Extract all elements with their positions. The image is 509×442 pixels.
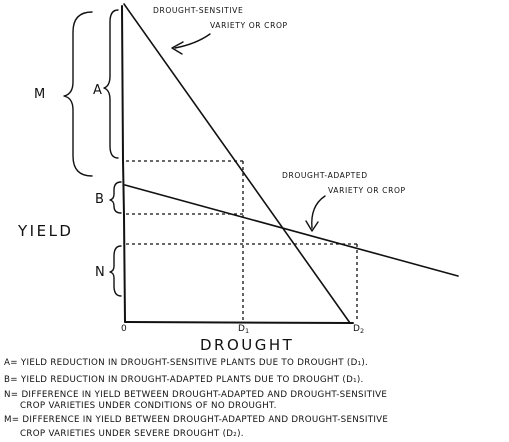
- tick-d2: D2: [353, 324, 364, 335]
- brace-b: [109, 181, 122, 214]
- sensitive-label-line-1: DROUGHT-SENSITIVE: [153, 6, 243, 15]
- adapted-label-line-1: DROUGHT-ADAPTED: [282, 171, 368, 180]
- adapted-arrowhead: [305, 220, 319, 232]
- y-axis-label: YIELD: [17, 222, 73, 240]
- adapted-label-line-2: VARIETY OR CROP: [328, 186, 406, 195]
- x-axis: [124, 321, 354, 324]
- sensitive-pointer-arrow: [174, 33, 211, 49]
- brace-b-label: B: [95, 192, 104, 207]
- legend-m-line-1: M= DIFFERENCE IN YIELD BETWEEN DROUGHT-A…: [4, 415, 388, 425]
- legend-m-line-2: CROP VARIETIES UNDER SEVERE DROUGHT (D₂)…: [20, 429, 244, 439]
- brace-n-label: N: [95, 265, 105, 280]
- legend-n-line-1: N= DIFFERENCE IN YIELD BETWEEN DROUGHT-A…: [4, 390, 387, 400]
- legend: A= YIELD REDUCTION IN DROUGHT-SENSITIVE …: [4, 358, 388, 439]
- x-axis-label: DROUGHT: [200, 336, 294, 354]
- drought-sensitive-line: [123, 3, 351, 324]
- tick-d1: D1: [238, 324, 249, 335]
- sensitive-label-line-2: VARIETY OR CROP: [210, 21, 288, 30]
- sensitive-arrowhead: [171, 41, 184, 55]
- brace-m: [63, 11, 93, 177]
- brace-n: [109, 245, 122, 297]
- brace-a-label: A: [93, 83, 102, 98]
- legend-a: A= YIELD REDUCTION IN DROUGHT-SENSITIVE …: [4, 358, 368, 368]
- adapted-pointer-arrow: [311, 195, 326, 229]
- origin-label: 0: [121, 324, 127, 334]
- brace-a: [103, 9, 119, 159]
- legend-n-line-2: CROP VARIETIES UNDER CONDITIONS OF NO DR…: [20, 401, 277, 411]
- y-axis: [121, 5, 126, 323]
- drought-adapted-line: [124, 184, 459, 277]
- brace-m-label: M: [34, 87, 45, 102]
- legend-b: B= YIELD REDUCTION IN DROUGHT-ADAPTED PL…: [4, 375, 364, 385]
